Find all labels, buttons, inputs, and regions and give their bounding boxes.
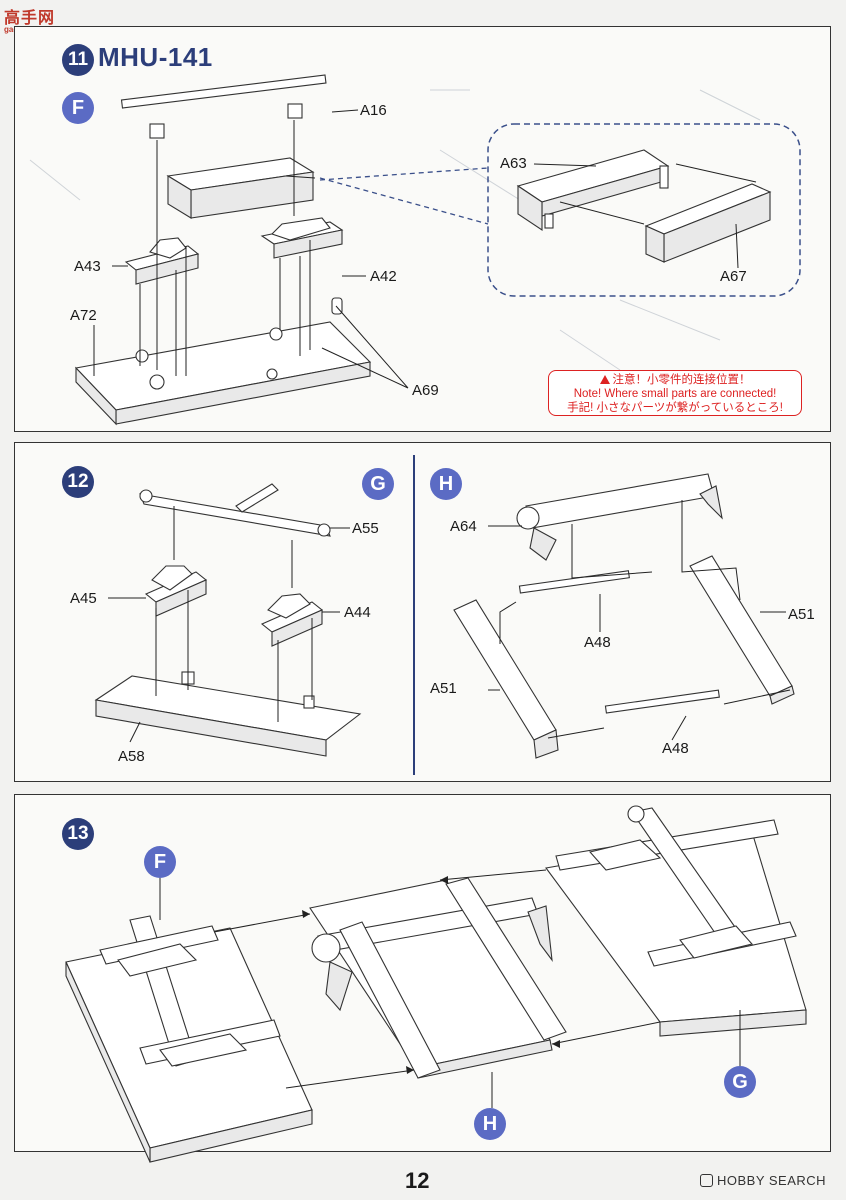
small-parts-note: 注意！小零件的连接位置！ Note! Where small parts are… xyxy=(548,370,802,416)
part-box-upper xyxy=(166,157,315,219)
label-a72: A72 xyxy=(70,307,97,324)
label-a45: A45 xyxy=(70,590,97,607)
note-line-3: 手記! 小さなパーツが繋がっているところ! xyxy=(567,402,783,414)
part-a42 xyxy=(260,217,344,259)
note-line-1: 注意！小零件的连接位置！ xyxy=(612,374,751,386)
label-a67: A67 xyxy=(720,268,747,285)
step12-badge-g: G xyxy=(362,468,394,500)
label-a64: A64 xyxy=(450,518,477,535)
brand-footer: HOBBY SEARCH xyxy=(700,1173,826,1188)
step13-badge-g: G xyxy=(724,1066,756,1098)
assembly-f xyxy=(65,915,313,1163)
hobby-search-logo-icon xyxy=(700,1174,713,1187)
part-a55 xyxy=(139,483,331,537)
part-a63 xyxy=(516,149,670,232)
label-a55: A55 xyxy=(352,520,379,537)
step13-number: 13 xyxy=(62,818,94,850)
step13-badge-h: H xyxy=(474,1108,506,1140)
label-a48-bottom: A48 xyxy=(662,740,689,757)
brand-text: HOBBY SEARCH xyxy=(717,1173,827,1188)
step12-number: 12 xyxy=(62,466,94,498)
label-a44: A44 xyxy=(344,604,371,621)
label-a48-top: A48 xyxy=(584,634,611,651)
part-a16 xyxy=(120,74,327,139)
label-a51-left: A51 xyxy=(430,680,457,697)
step12-badge-h: H xyxy=(430,468,462,500)
note-line-2: Note! Where small parts are connected! xyxy=(573,388,777,400)
step11-number: 11 xyxy=(62,44,94,76)
assembly-h xyxy=(309,877,567,1079)
part-a64 xyxy=(516,473,723,561)
step11-badge-f: F xyxy=(62,92,94,124)
watermark-text: 高手网 xyxy=(4,10,56,27)
step11-title: MHU-141 xyxy=(98,42,213,72)
part-a43 xyxy=(124,237,200,285)
part-a45 xyxy=(144,565,208,617)
step12-divider xyxy=(413,455,415,775)
part-a72-frame xyxy=(74,321,372,426)
label-a51-right: A51 xyxy=(788,606,815,623)
page-number: 12 xyxy=(405,1168,430,1193)
part-a44 xyxy=(260,593,324,647)
part-a48-bottom xyxy=(604,689,720,714)
label-a58: A58 xyxy=(118,748,145,765)
label-a69: A69 xyxy=(412,382,439,399)
warning-icon xyxy=(599,375,610,384)
assembly-g xyxy=(545,805,807,1037)
part-a67 xyxy=(644,183,772,263)
label-a16: A16 xyxy=(360,102,387,119)
step13-badge-f: F xyxy=(144,846,176,878)
label-a43: A43 xyxy=(74,258,101,275)
label-a42: A42 xyxy=(370,268,397,285)
label-a63: A63 xyxy=(500,155,527,172)
